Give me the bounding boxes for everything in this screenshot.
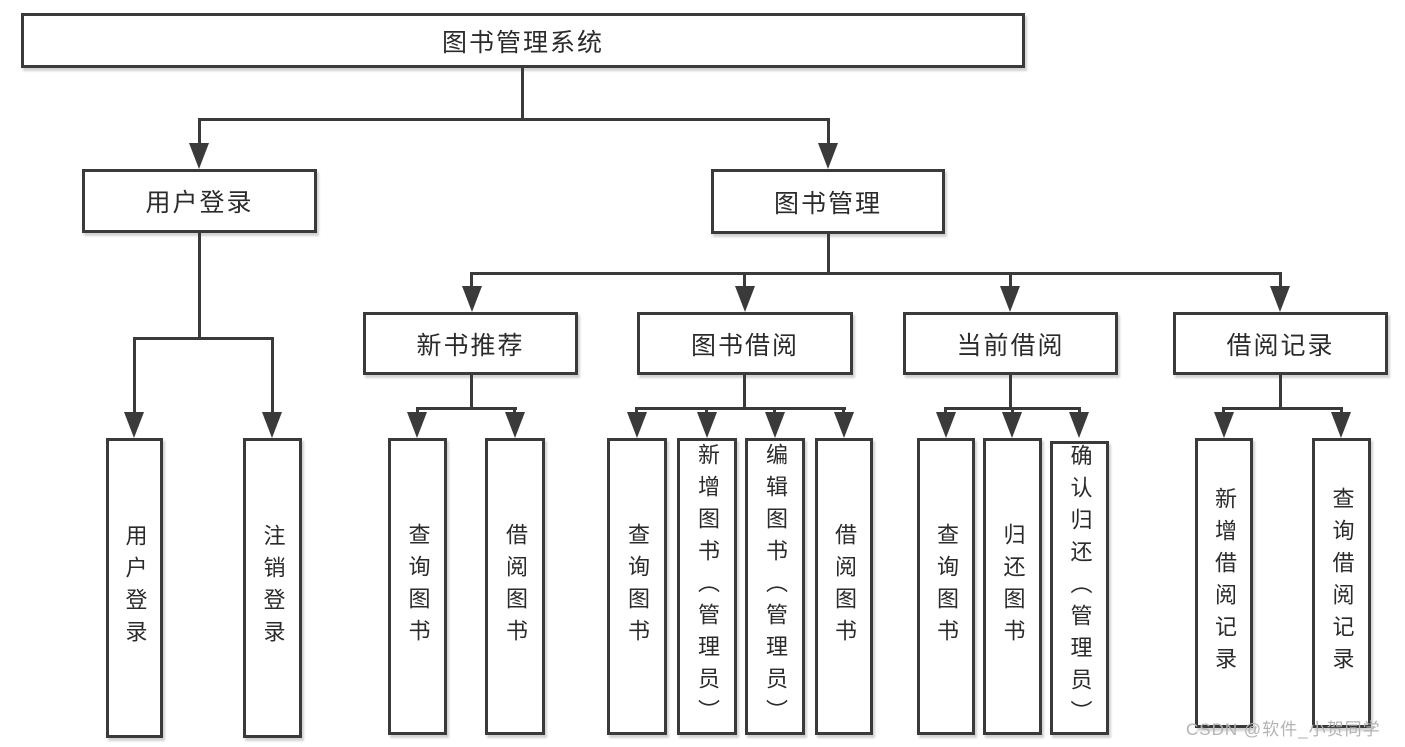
edge-root-stem: [521, 68, 524, 119]
edge-book-management-stem: [827, 234, 830, 274]
arrow-down-icon: [505, 412, 525, 438]
arrow-down-icon: [189, 143, 209, 169]
arrow-down-icon: [407, 412, 427, 438]
leaf-borrow-books: 借阅图书: [815, 438, 873, 735]
edge-level2-split: [198, 118, 830, 121]
node-current-borrow: 当前借阅: [903, 312, 1118, 375]
node-user-login-label: 用户登录: [145, 189, 254, 217]
edge-current-borrow-stem: [1009, 375, 1012, 409]
arrow-down-icon: [124, 412, 144, 438]
edge-to-book-borrow-line: [743, 272, 746, 290]
leaf-user-login: 用户登录: [106, 438, 163, 738]
leaf-logout-label: 注销登录: [260, 524, 286, 652]
arrow-down-icon: [765, 412, 785, 438]
arrow-down-icon: [936, 412, 956, 438]
arrow-down-icon: [818, 143, 838, 169]
edge-to-new-book-line: [470, 272, 473, 290]
leaf-query-books-recommend: 查询图书: [388, 438, 447, 735]
arrow-down-icon: [834, 412, 854, 438]
arrow-down-icon: [735, 286, 755, 312]
node-book-management: 图书管理: [711, 169, 945, 234]
edge-new-book-stem: [470, 375, 473, 409]
arrow-down-icon: [262, 412, 282, 438]
edge-user-login-stem: [198, 233, 201, 339]
arrow-down-icon: [1000, 286, 1020, 312]
leaf-query-borrow-record-label: 查询借阅记录: [1329, 487, 1355, 679]
arrow-down-icon: [462, 286, 482, 312]
arrow-down-icon: [697, 412, 717, 438]
edge-user-login-split: [133, 337, 274, 340]
leaf-query-borrow-record: 查询借阅记录: [1312, 438, 1371, 728]
leaf-query-books-borrow-label: 查询图书: [625, 522, 650, 651]
node-current-borrow-label: 当前借阅: [956, 331, 1065, 360]
edge-to-leaf-logout-line: [271, 337, 274, 415]
leaf-logout: 注销登录: [243, 438, 302, 738]
leaf-confirm-return-admin: 确认归还（管理员）: [1050, 441, 1109, 735]
edge-book-borrow-split: [635, 407, 846, 410]
csdn-watermark: CSDN @软件_小贺同学: [1186, 720, 1381, 739]
edge-borrow-records-split: [1222, 407, 1343, 410]
arrow-down-icon: [1270, 286, 1290, 312]
leaf-borrow-books-label: 借阅图书: [832, 522, 857, 651]
node-new-book-recommend-label: 新书推荐: [416, 331, 525, 360]
leaf-add-books-admin-label: 新增图书（管理员）: [695, 442, 720, 731]
arrow-down-icon: [627, 412, 647, 438]
node-borrow-records: 借阅记录: [1173, 312, 1388, 375]
arrow-down-icon: [1331, 412, 1351, 438]
edge-to-current-borrow-line: [1009, 272, 1012, 290]
leaf-return-books: 归还图书: [983, 438, 1042, 735]
node-book-management-label: 图书管理: [773, 189, 882, 218]
leaf-return-books-label: 归还图书: [1000, 522, 1026, 651]
edge-to-user-login-line: [198, 118, 201, 150]
node-root-label: 图书管理系统: [441, 28, 604, 57]
leaf-query-books-recommend-label: 查询图书: [405, 522, 431, 651]
leaf-query-books-current-label: 查询图书: [934, 522, 959, 651]
leaf-edit-books-admin: 编辑图书（管理员）: [745, 438, 805, 735]
arrow-down-icon: [1002, 412, 1022, 438]
leaf-borrow-books-recommend-label: 借阅图书: [503, 522, 528, 651]
node-new-book-recommend: 新书推荐: [363, 312, 578, 375]
leaf-add-books-admin: 新增图书（管理员）: [677, 438, 737, 735]
edge-new-book-split: [416, 407, 517, 410]
leaf-query-books-current: 查询图书: [917, 438, 975, 735]
edge-borrow-records-stem: [1279, 375, 1282, 409]
leaf-borrow-books-recommend: 借阅图书: [485, 438, 545, 735]
edge-to-leaf-user-login-line: [133, 337, 136, 415]
leaf-query-books-borrow: 查询图书: [607, 438, 667, 735]
node-borrow-records-label: 借阅记录: [1226, 331, 1335, 360]
node-book-borrow: 图书借阅: [637, 312, 853, 375]
leaf-add-borrow-record: 新增借阅记录: [1195, 438, 1253, 728]
node-root: 图书管理系统: [21, 13, 1025, 68]
edge-to-borrow-records-line: [1279, 272, 1282, 290]
arrow-down-icon: [1214, 412, 1234, 438]
edge-level3-split: [470, 272, 1282, 275]
leaf-user-login-label: 用户登录: [122, 524, 148, 652]
leaf-edit-books-admin-label: 编辑图书（管理员）: [763, 442, 788, 731]
leaf-add-borrow-record-label: 新增借阅记录: [1212, 487, 1237, 679]
leaf-confirm-return-admin-label: 确认归还（管理员）: [1067, 444, 1093, 732]
edge-to-book-management-line: [827, 118, 830, 150]
node-user-login: 用户登录: [82, 169, 317, 233]
edge-book-borrow-stem: [743, 375, 746, 409]
arrow-down-icon: [1069, 412, 1089, 438]
node-book-borrow-label: 图书借阅: [690, 331, 799, 360]
